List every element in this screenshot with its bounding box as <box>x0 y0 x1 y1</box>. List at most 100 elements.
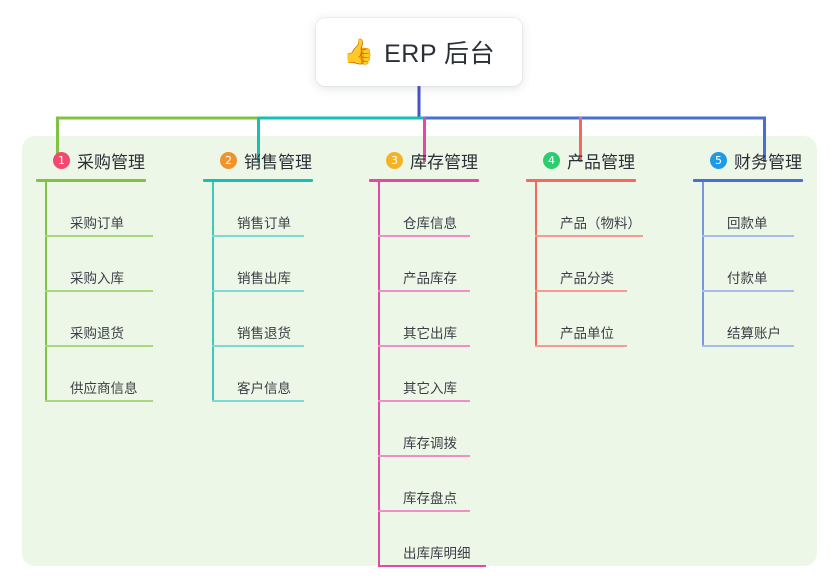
leaf-label: 仓库信息 <box>403 216 457 231</box>
branch-title-3: 库存管理 <box>410 152 478 172</box>
leaf-label: 付款单 <box>727 271 768 286</box>
branch-rule-5 <box>693 179 803 182</box>
leaf-label: 其它出库 <box>403 326 457 341</box>
leaf-item[interactable]: 客户信息 <box>203 347 363 402</box>
leaf-item[interactable]: 产品单位 <box>526 292 686 347</box>
leaf-item[interactable]: 销售退货 <box>203 292 363 347</box>
branch-trunk-2 <box>212 182 214 402</box>
leaf-item[interactable]: 付款单 <box>693 237 839 292</box>
branch-column-5[interactable]: 5 财务管理 回款单 付款单 结算账户 <box>693 148 839 347</box>
branch-rule-4 <box>526 179 636 182</box>
branch-items-2: 销售订单 销售出库 销售退货 客户信息 <box>203 182 363 402</box>
leaf-label: 销售出库 <box>237 271 291 286</box>
branch-trunk-4 <box>535 182 537 347</box>
leaf-label: 客户信息 <box>237 381 291 396</box>
branch-badge-3: 3 <box>386 151 403 169</box>
leaf-item[interactable]: 销售出库 <box>203 237 363 292</box>
leaf-item[interactable]: 仓库信息 <box>369 182 529 237</box>
branch-title-1: 采购管理 <box>77 152 145 172</box>
leaf-label: 结算账户 <box>727 326 781 341</box>
branch-column-2[interactable]: 2 销售管理 销售订单 销售出库 销售退货 客户信息 <box>203 148 363 402</box>
leaf-label: 库存调拨 <box>403 436 457 451</box>
branch-items-4: 产品（物料） 产品分类 产品单位 <box>526 182 686 347</box>
branch-rule-1 <box>36 179 146 182</box>
leaf-item[interactable]: 产品分类 <box>526 237 686 292</box>
leaf-rule <box>378 345 470 347</box>
leaf-label: 产品库存 <box>403 271 457 286</box>
branch-rule-3 <box>369 179 479 182</box>
leaf-rule <box>378 510 470 512</box>
leaf-item[interactable]: 采购订单 <box>36 182 196 237</box>
branch-trunk-3 <box>378 182 380 567</box>
branch-badge-4: 4 <box>543 151 560 169</box>
branch-title-4: 产品管理 <box>567 152 635 172</box>
leaf-item[interactable]: 其它入库 <box>369 347 529 402</box>
branch-column-1[interactable]: 1 采购管理 采购订单 采购入库 采购退货 供应商信息 <box>36 148 196 402</box>
branch-header-4[interactable]: 4 产品管理 <box>526 148 686 172</box>
leaf-label: 销售订单 <box>237 216 291 231</box>
leaf-item[interactable]: 销售订单 <box>203 182 363 237</box>
branch-badge-1: 1 <box>53 151 70 169</box>
leaf-label: 其它入库 <box>403 381 457 396</box>
branch-trunk-1 <box>45 182 47 402</box>
leaf-rule <box>535 290 627 292</box>
branch-badge-5: 5 <box>710 151 727 169</box>
leaf-item[interactable]: 出库库明细 <box>369 512 529 567</box>
leaf-rule <box>45 290 153 292</box>
branch-header-3[interactable]: 3 库存管理 <box>369 148 529 172</box>
leaf-item[interactable]: 库存盘点 <box>369 457 529 512</box>
leaf-item[interactable]: 采购入库 <box>36 237 196 292</box>
branch-title-5: 财务管理 <box>734 152 802 172</box>
leaf-label: 回款单 <box>727 216 768 231</box>
branch-title-2: 销售管理 <box>244 152 312 172</box>
leaf-item[interactable]: 库存调拨 <box>369 402 529 457</box>
leaf-item[interactable]: 回款单 <box>693 182 839 237</box>
leaf-label: 产品（物料） <box>560 216 641 231</box>
leaf-rule <box>212 400 304 402</box>
leaf-rule <box>702 290 794 292</box>
leaf-item[interactable]: 供应商信息 <box>36 347 196 402</box>
leaf-rule <box>212 235 304 237</box>
branch-header-2[interactable]: 2 销售管理 <box>203 148 363 172</box>
leaf-label: 销售退货 <box>237 326 291 341</box>
leaf-item[interactable]: 产品（物料） <box>526 182 686 237</box>
branch-column-4[interactable]: 4 产品管理 产品（物料） 产品分类 产品单位 <box>526 148 686 347</box>
leaf-label: 产品分类 <box>560 271 614 286</box>
leaf-label: 采购入库 <box>70 271 124 286</box>
branch-items-5: 回款单 付款单 结算账户 <box>693 182 839 347</box>
leaf-rule <box>378 565 486 567</box>
leaf-label: 采购订单 <box>70 216 124 231</box>
leaf-rule <box>535 235 643 237</box>
branch-badge-2: 2 <box>220 151 237 169</box>
thumbs-up-icon: 👍 <box>342 37 375 66</box>
leaf-rule <box>378 455 470 457</box>
leaf-label: 产品单位 <box>560 326 614 341</box>
leaf-rule <box>378 400 470 402</box>
branch-trunk-5 <box>702 182 704 347</box>
branch-header-1[interactable]: 1 采购管理 <box>36 148 196 172</box>
root-title: ERP 后台 <box>384 40 496 68</box>
leaf-rule <box>702 235 794 237</box>
root-node-card[interactable]: 👍 ERP 后台 <box>316 18 522 86</box>
branch-panel-background <box>22 136 817 566</box>
leaf-item[interactable]: 其它出库 <box>369 292 529 347</box>
leaf-label: 出库库明细 <box>403 546 471 561</box>
leaf-rule <box>212 345 304 347</box>
leaf-label: 采购退货 <box>70 326 124 341</box>
branch-items-1: 采购订单 采购入库 采购退货 供应商信息 <box>36 182 196 402</box>
leaf-rule <box>702 345 794 347</box>
leaf-rule <box>45 235 153 237</box>
leaf-item[interactable]: 结算账户 <box>693 292 839 347</box>
leaf-label: 供应商信息 <box>70 381 138 396</box>
leaf-rule <box>212 290 304 292</box>
branch-header-5[interactable]: 5 财务管理 <box>693 148 839 172</box>
branch-items-3: 仓库信息 产品库存 其它出库 其它入库 库存调拨 库存盘点 <box>369 182 529 567</box>
leaf-item[interactable]: 采购退货 <box>36 292 196 347</box>
leaf-item[interactable]: 产品库存 <box>369 237 529 292</box>
leaf-rule <box>378 290 470 292</box>
leaf-rule <box>45 345 153 347</box>
branch-column-3[interactable]: 3 库存管理 仓库信息 产品库存 其它出库 其它入库 库存调拨 <box>369 148 529 567</box>
leaf-rule <box>378 235 470 237</box>
leaf-rule <box>45 400 153 402</box>
